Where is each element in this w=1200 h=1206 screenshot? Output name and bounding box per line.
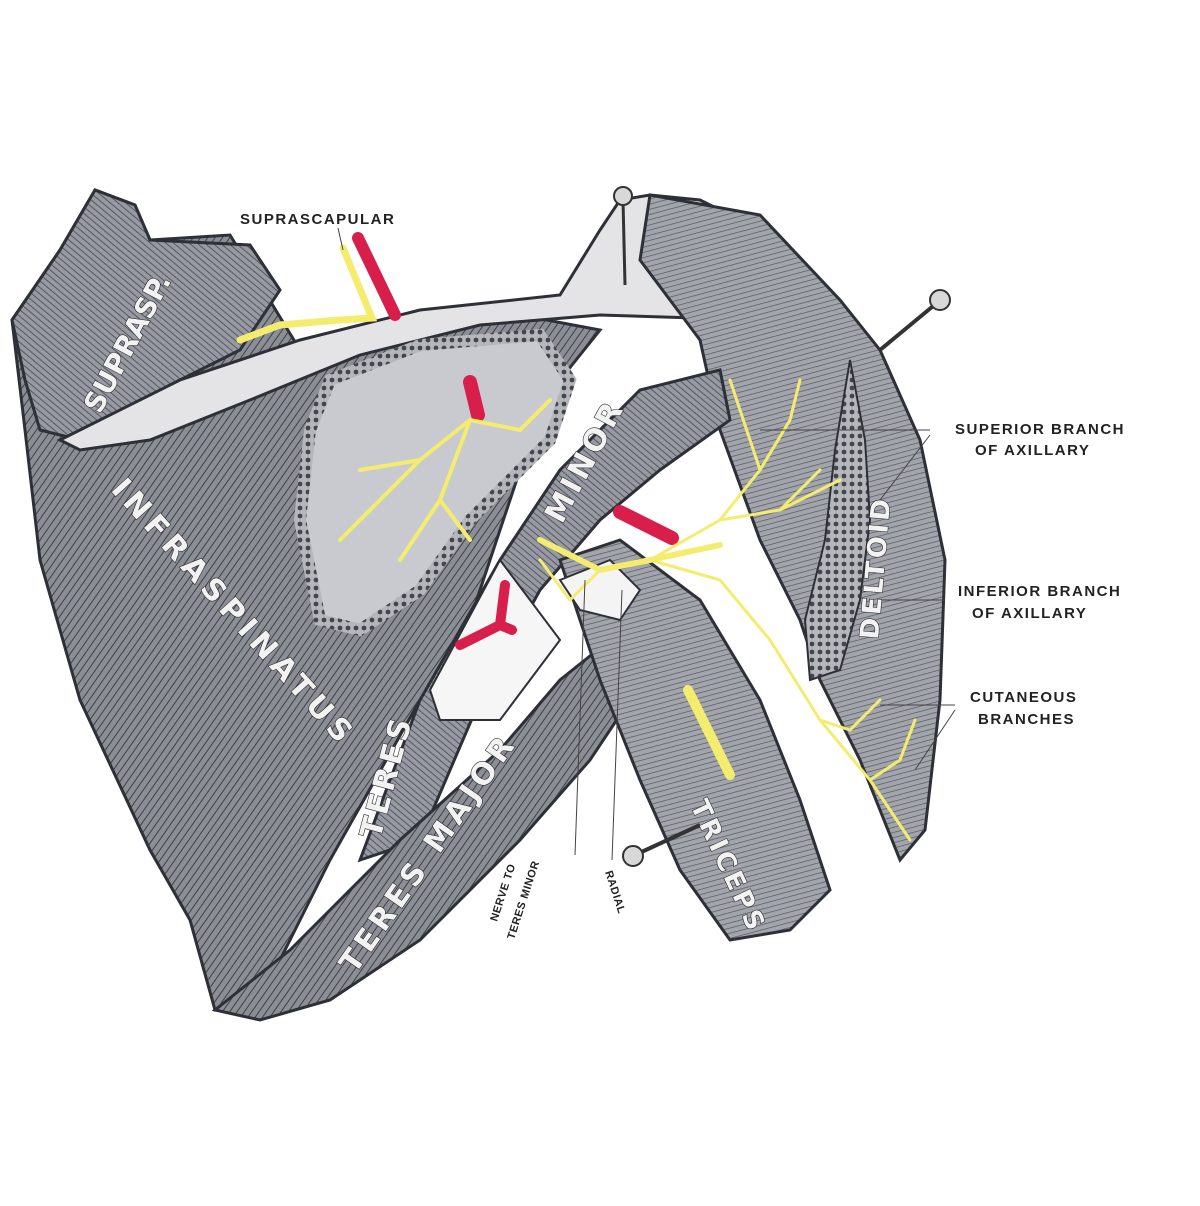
infraspinous-fossa-window — [293, 328, 577, 637]
label-cutaneous-line2: BRANCHES — [978, 711, 1075, 728]
axillary-nerve-main — [537, 537, 723, 574]
pin-icon — [622, 823, 701, 867]
nerve-to-teres-minor — [538, 558, 602, 603]
suprascapular-nerve — [236, 244, 378, 344]
label-inferior-branch-line2: OF AXILLARY — [972, 605, 1087, 622]
radial-nerve — [683, 685, 735, 780]
cutaneous-branches — [818, 698, 917, 782]
label-radial: RADIAL — [602, 869, 627, 915]
suprascapular-artery-distal — [463, 375, 485, 422]
label-superior-branch-line2: OF AXILLARY — [975, 442, 1090, 459]
superior-branch-axillary — [648, 378, 842, 562]
deltoid-cut-edge — [803, 359, 872, 682]
label-cutaneous-line1: CUTANEOUS — [970, 689, 1077, 706]
label-inferior-branch-line1: INFERIOR BRANCH — [958, 583, 1121, 600]
arteries — [352, 232, 679, 650]
supraspinatus-muscle — [10, 188, 282, 442]
nerves — [236, 244, 917, 842]
suprascapular-artery — [352, 232, 401, 321]
label-superior-branch-line1: SUPERIOR BRANCH — [955, 421, 1125, 438]
suprascapular-nerve-infraspinous — [338, 398, 552, 562]
label-suprascapular: SUPRASCAPULAR — [240, 211, 395, 228]
triceps-muscle — [558, 538, 832, 942]
circumflex-scapular-artery — [455, 580, 517, 650]
posterior-circumflex-artery — [613, 505, 679, 545]
leader-lines — [337, 227, 956, 861]
pin-icon — [878, 289, 951, 352]
inferior-branch-axillary — [648, 558, 912, 842]
quadrangular-space — [558, 558, 642, 622]
pin-icon — [613, 186, 633, 286]
triangular-space — [428, 558, 562, 721]
